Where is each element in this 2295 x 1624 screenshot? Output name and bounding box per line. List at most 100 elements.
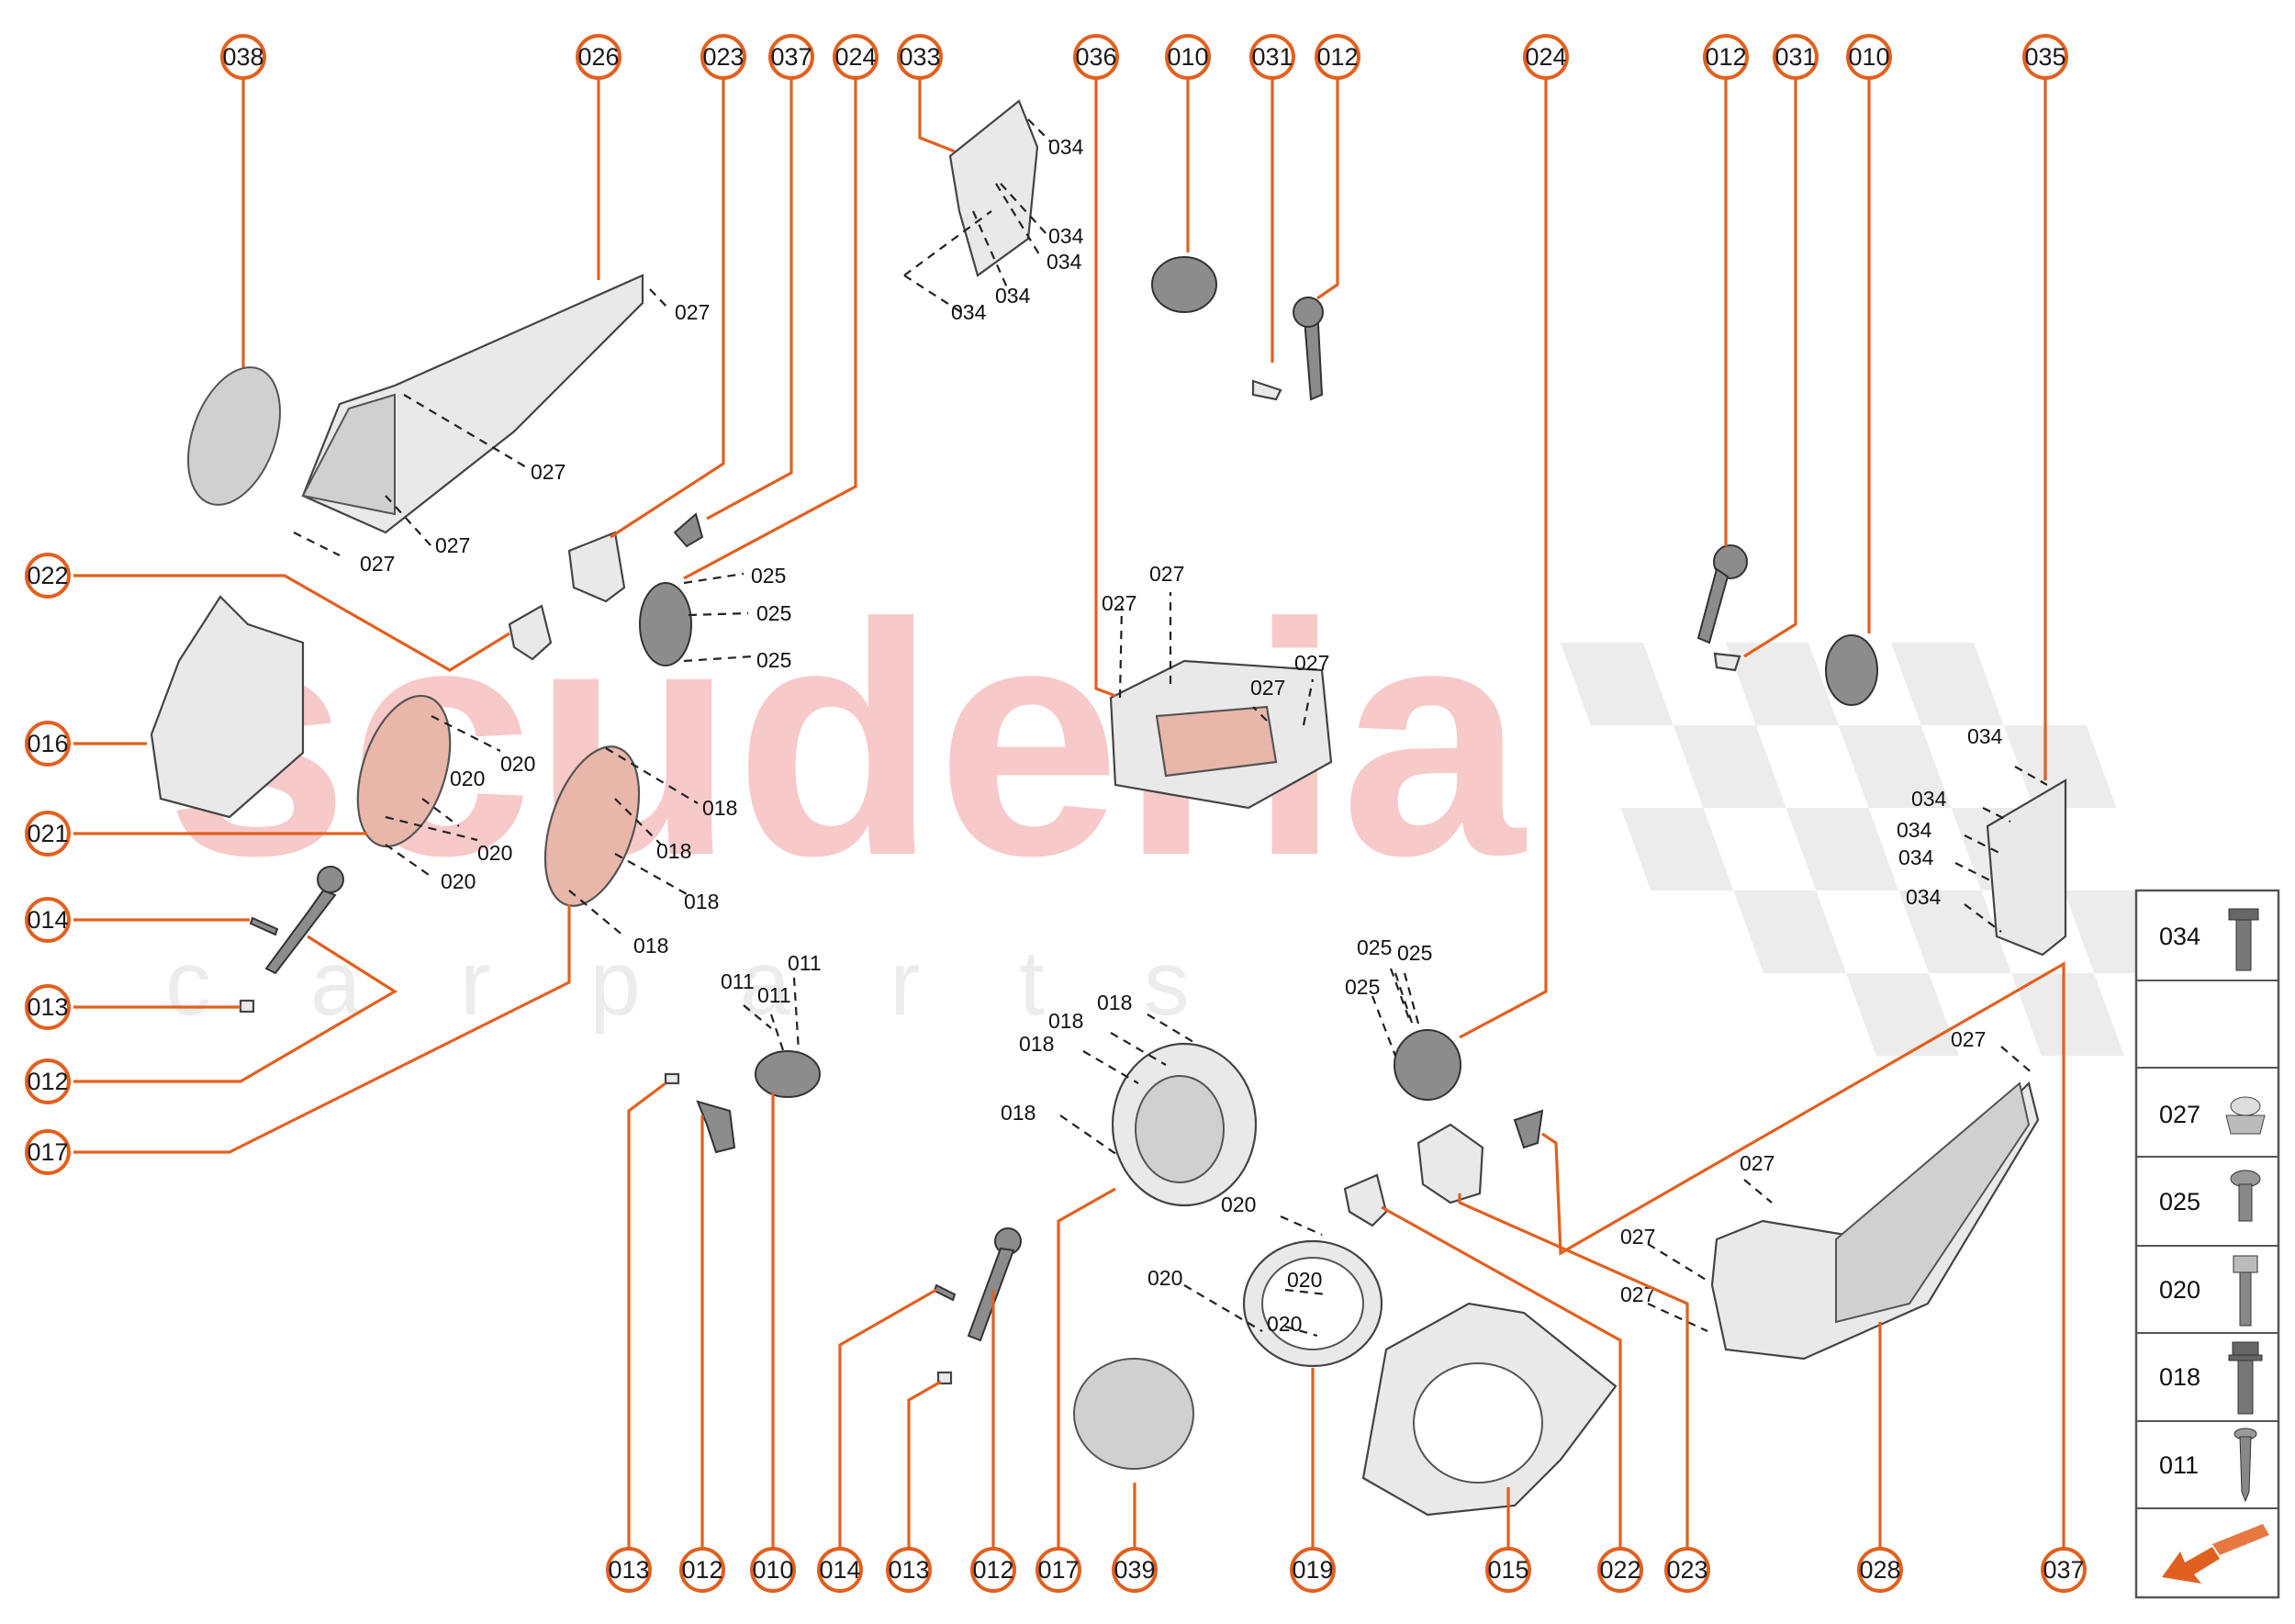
svg-text:015: 015 (1487, 1556, 1528, 1584)
tweeter-010-bottom (755, 1050, 821, 1098)
duct-opening-015 (1413, 1362, 1543, 1484)
svg-text:037: 037 (2043, 1556, 2084, 1584)
svg-text:036: 036 (1075, 43, 1116, 71)
tweeter-010 (1151, 256, 1217, 313)
label-025: 025 (1357, 935, 1392, 959)
label-027: 027 (435, 533, 470, 557)
callout-023-bottom[interactable]: 023 (1664, 1547, 1710, 1593)
long-flange-bolt-icon (2228, 1341, 2263, 1415)
callout-013-bottom-2[interactable]: 013 (886, 1547, 932, 1593)
callout-019[interactable]: 019 (1290, 1547, 1336, 1593)
svg-text:010: 010 (1848, 43, 1889, 71)
label-034: 034 (1898, 846, 1934, 869)
speaker-ring-021 (356, 694, 452, 848)
fastener-legend: 034 027 025 020 018 011 (2134, 889, 2280, 1599)
bracket-033 (948, 99, 1039, 277)
callout-036[interactable]: 036 (1073, 34, 1119, 80)
callout-038[interactable]: 038 (220, 34, 266, 80)
svg-text:039: 039 (1114, 1556, 1155, 1584)
connector-012-left (317, 866, 344, 893)
callout-022-bottom[interactable]: 022 (1597, 1547, 1643, 1593)
callout-024[interactable]: 024 (833, 34, 879, 80)
callout-028[interactable]: 028 (1857, 1547, 1903, 1593)
callout-015[interactable]: 015 (1485, 1547, 1531, 1593)
svg-text:012: 012 (1316, 43, 1358, 71)
speaker-024 (639, 582, 692, 666)
callout-012[interactable]: 012 (1315, 34, 1360, 80)
svg-text:022: 022 (27, 562, 68, 589)
label-011: 011 (788, 951, 822, 975)
speaker-grille-039 (1073, 1358, 1194, 1470)
svg-text:026: 026 (577, 43, 619, 71)
callout-014-bottom[interactable]: 014 (817, 1547, 863, 1593)
callout-031[interactable]: 031 (1249, 34, 1295, 80)
clip-037-center (1513, 1109, 1544, 1149)
label-027: 027 (1149, 562, 1184, 586)
callout-033[interactable]: 033 (897, 34, 943, 80)
label-034: 034 (1967, 724, 2003, 748)
callout-037[interactable]: 037 (768, 34, 814, 80)
wire-012-left (264, 889, 337, 975)
svg-text:013: 013 (27, 993, 68, 1021)
label-011: 011 (721, 969, 755, 993)
wire-012-bottom (696, 1100, 736, 1154)
top-callouts: 038 026 023 037 024 033 036 010 031 012 … (220, 34, 2068, 80)
connector-012-right (1713, 544, 1748, 579)
svg-text:010: 010 (752, 1556, 793, 1584)
callout-012-left[interactable]: 012 (25, 1058, 71, 1104)
label-018: 018 (702, 796, 737, 820)
label-034: 034 (1897, 818, 1932, 842)
callout-024-right[interactable]: 024 (1523, 34, 1569, 80)
callout-017[interactable]: 017 (25, 1129, 71, 1175)
callout-039[interactable]: 039 (1112, 1547, 1158, 1593)
pin-014-left (249, 916, 279, 936)
legend-code-025: 025 (2159, 1188, 2200, 1215)
label-025: 025 (1397, 941, 1432, 965)
label-027: 027 (360, 552, 395, 576)
svg-text:014: 014 (27, 906, 68, 934)
callout-010-bottom[interactable]: 010 (750, 1547, 796, 1593)
svg-text:028: 028 (1859, 1556, 1900, 1584)
label-020: 020 (1267, 1312, 1302, 1336)
callout-035[interactable]: 035 (2022, 34, 2068, 80)
svg-text:033: 033 (899, 43, 940, 71)
legend-code-011: 011 (2159, 1451, 2199, 1479)
callout-012-bottom[interactable]: 012 (679, 1547, 725, 1593)
callout-023[interactable]: 023 (700, 34, 746, 80)
label-034: 034 (951, 300, 987, 324)
bracket-035 (1986, 778, 2067, 957)
callout-013-bottom[interactable]: 013 (606, 1547, 652, 1593)
callout-031-right[interactable]: 031 (1773, 34, 1819, 80)
label-020: 020 (477, 841, 512, 865)
parts (150, 99, 2067, 1517)
callout-014[interactable]: 014 (25, 897, 71, 943)
callout-021[interactable]: 021 (25, 811, 71, 857)
svg-text:023: 023 (702, 43, 744, 71)
clip-037 (673, 512, 704, 548)
label-020: 020 (1148, 1266, 1182, 1290)
legend-code-034: 034 (2159, 923, 2200, 950)
label-018: 018 (633, 934, 668, 958)
callout-022[interactable]: 022 (25, 553, 71, 599)
callout-013[interactable]: 013 (25, 984, 71, 1030)
svg-text:022: 022 (1599, 1556, 1640, 1584)
callout-017-bottom[interactable]: 017 (1036, 1547, 1081, 1593)
terminal-013-center (936, 1371, 953, 1385)
cover-022 (508, 604, 553, 661)
next-page-arrow-icon[interactable] (2162, 1524, 2269, 1584)
callout-037-bottom[interactable]: 037 (2041, 1547, 2087, 1593)
callout-010-right[interactable]: 010 (1846, 34, 1892, 80)
svg-text:013: 013 (608, 1556, 649, 1584)
label-018: 018 (684, 890, 719, 913)
callout-010[interactable]: 010 (1165, 34, 1211, 80)
label-020: 020 (441, 869, 476, 893)
legend-code-027: 027 (2159, 1101, 2200, 1128)
svg-text:012: 012 (681, 1556, 722, 1584)
callout-016[interactable]: 016 (25, 721, 71, 767)
svg-text:012: 012 (27, 1068, 68, 1095)
callout-012-bottom-2[interactable]: 012 (970, 1547, 1016, 1593)
callout-026[interactable]: 026 (576, 34, 621, 80)
cover-022-center (1343, 1173, 1388, 1227)
callout-012-right[interactable]: 012 (1703, 34, 1749, 80)
